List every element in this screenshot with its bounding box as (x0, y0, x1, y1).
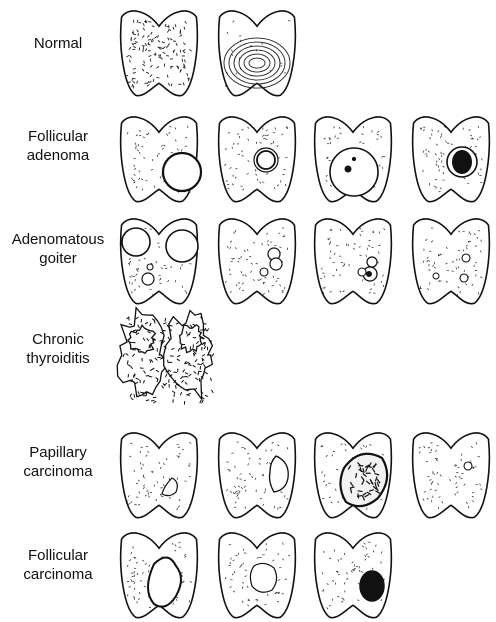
gland-papillary-carcinoma-1 (121, 433, 198, 518)
round-nodule (163, 153, 201, 191)
scattered-nodule (462, 254, 470, 262)
dark-core (452, 150, 472, 174)
small-nodule (142, 273, 154, 285)
gland-adenomatous-goiter-1 (121, 219, 198, 304)
cluster-nodule (270, 258, 282, 270)
small-nodule (147, 264, 153, 270)
scattered-nodule (460, 274, 468, 282)
gland-adenomatous-goiter-4 (413, 219, 490, 304)
nodule-dot (352, 157, 355, 160)
gland-normal-2 (219, 11, 296, 96)
gland-papillary-carcinoma-2 (219, 433, 296, 518)
gland-papillary-carcinoma-4 (413, 433, 490, 518)
dark-focus (367, 272, 372, 277)
gland-follicular-adenoma-4 (413, 117, 490, 202)
large-nodule (166, 230, 198, 262)
cluster-nodule (367, 257, 377, 267)
irregular-lesion (250, 563, 276, 592)
gland-follicular-carcinoma-2 (219, 533, 296, 618)
gland-adenomatous-goiter-2 (219, 219, 296, 304)
gland-normal-1 (121, 11, 198, 96)
gland-follicular-carcinoma-3 (315, 533, 392, 618)
cluster-nodule (358, 268, 366, 276)
gland-follicular-adenoma-3 (315, 117, 392, 202)
large-nodule (122, 228, 150, 256)
scattered-nodule (433, 273, 439, 279)
large-bulging-nodule (330, 148, 378, 196)
gland-follicular-adenoma-1 (121, 117, 201, 202)
gland-follicular-carcinoma-1 (121, 533, 198, 618)
capsule-nodule-inner (257, 151, 275, 169)
dark-invasive-lesion (360, 571, 384, 601)
gland-chronic-thyroiditis (117, 308, 214, 405)
nodule-dot (345, 166, 351, 172)
small-lesion (464, 462, 472, 470)
gland-adenomatous-goiter-3 (315, 219, 392, 304)
gland-follicular-adenoma-2 (219, 117, 296, 202)
gland-papillary-carcinoma-3 (315, 433, 392, 518)
cluster-nodule (260, 268, 268, 276)
